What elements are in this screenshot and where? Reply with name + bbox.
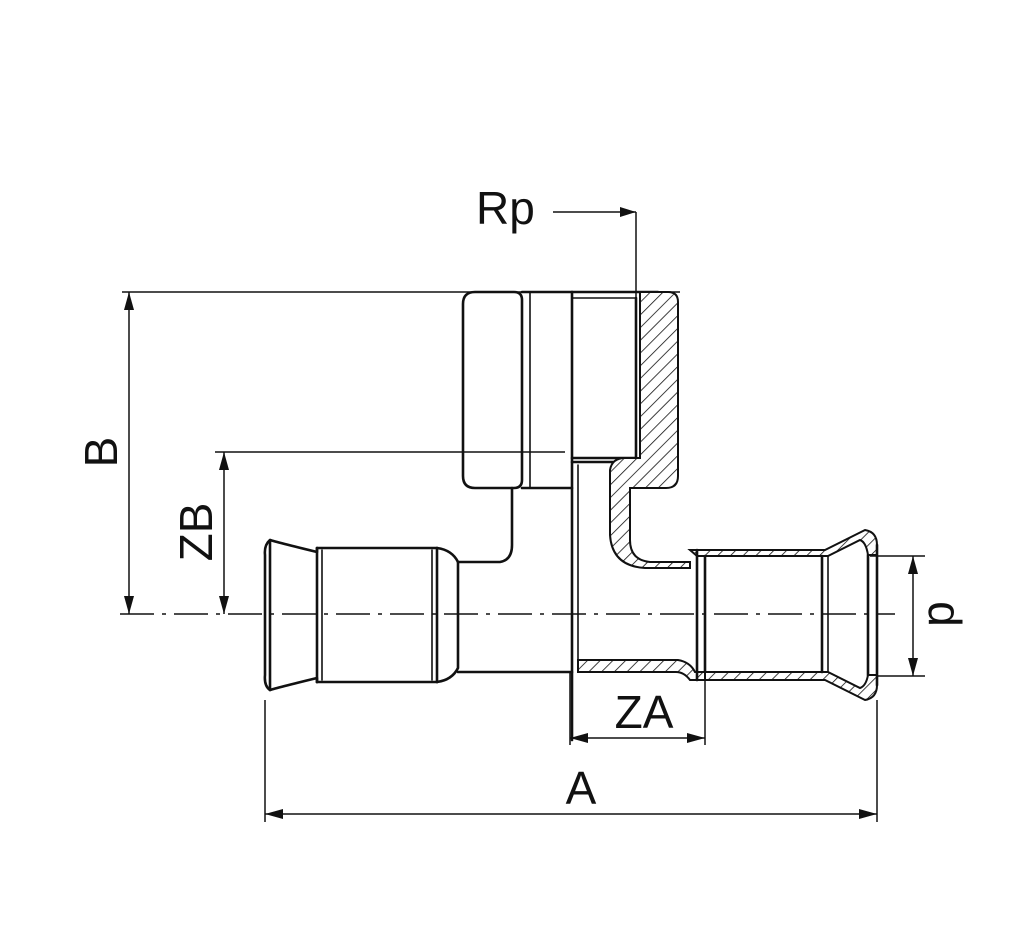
run-wall-section [577,659,706,681]
label-d: d [919,601,971,627]
dimension-a [265,809,877,819]
label-b: B [75,437,127,468]
socket-wall-section [609,291,691,569]
label-rp: Rp [476,182,535,234]
left-press-end [263,538,460,692]
label-zb: ZB [170,503,222,562]
hex-socket [461,290,660,490]
dimension-za [570,733,705,743]
dimension-d [908,556,918,676]
right-press-end [687,528,879,702]
rp-leader [553,207,637,298]
label-za: ZA [615,686,674,738]
dimension-zb [219,452,229,614]
dimension-b [124,292,134,614]
tee-body [456,290,579,742]
label-a: A [566,762,597,814]
